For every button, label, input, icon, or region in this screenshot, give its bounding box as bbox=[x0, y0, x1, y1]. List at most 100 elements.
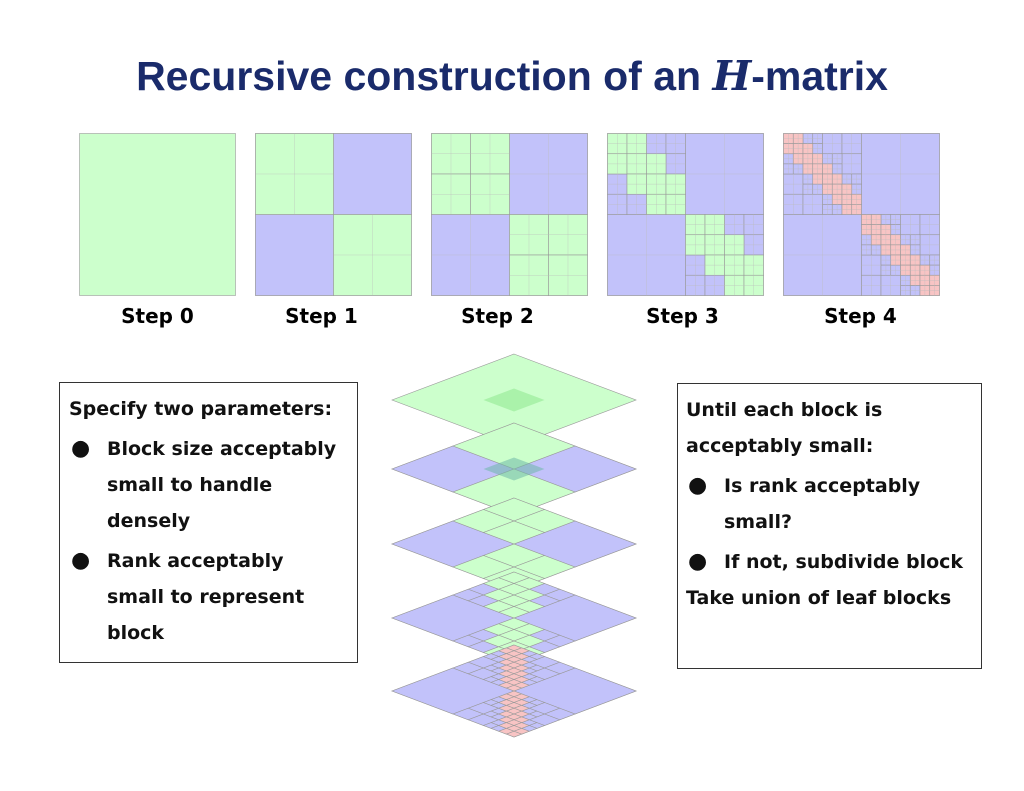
subgrid-line bbox=[881, 244, 891, 255]
subgrid-line bbox=[910, 265, 920, 276]
subgrid-line bbox=[470, 133, 510, 174]
subgrid-line bbox=[783, 214, 862, 296]
subgrid-line bbox=[685, 133, 764, 215]
subgrid-line bbox=[509, 255, 549, 296]
subgrid-line bbox=[861, 214, 872, 225]
subgrid-line bbox=[646, 194, 666, 215]
page-title: Recursive construction of an H-matrix bbox=[136, 52, 888, 100]
subgrid-line bbox=[881, 275, 901, 296]
subgrid-line bbox=[803, 194, 823, 215]
algorithm-footer: Take union of leaf blocks bbox=[686, 587, 952, 609]
subgrid-line bbox=[812, 184, 823, 195]
subgrid-line bbox=[832, 174, 842, 185]
subgrid-line bbox=[881, 265, 891, 276]
subgrid-line bbox=[822, 194, 833, 205]
subgrid-line bbox=[724, 234, 744, 255]
subgrid-line bbox=[832, 194, 842, 205]
subgrid-line bbox=[724, 214, 744, 235]
subgrid-line bbox=[803, 184, 813, 195]
step-2-label: Step 2 bbox=[461, 304, 534, 328]
subgrid-line bbox=[910, 275, 920, 286]
subgrid-line bbox=[783, 174, 803, 195]
step-3-matrix bbox=[607, 133, 764, 296]
subgrid-line bbox=[724, 275, 744, 296]
subgrid-line bbox=[783, 163, 794, 174]
bullet-icon: ● bbox=[688, 549, 708, 574]
bullet-icon: ● bbox=[688, 473, 708, 498]
subgrid-line bbox=[793, 133, 803, 144]
subgrid-line bbox=[470, 174, 510, 215]
subgrid-line bbox=[900, 255, 911, 266]
matrix-svg bbox=[783, 133, 940, 296]
subgrid-line bbox=[929, 265, 940, 276]
subgrid-line bbox=[685, 214, 705, 235]
subgrid-line bbox=[666, 194, 686, 215]
step-1-matrix bbox=[255, 133, 412, 296]
subgrid-line bbox=[607, 214, 686, 296]
subgrid-line bbox=[822, 153, 833, 164]
projected-block-highlight bbox=[483, 388, 545, 412]
subgrid-line bbox=[832, 204, 842, 215]
subgrid-line bbox=[666, 174, 686, 195]
parameters-box: Specify two parameters: ● Block size acc… bbox=[59, 382, 358, 663]
list-item-text: Block size acceptably small to handle de… bbox=[107, 438, 337, 532]
subgrid-line bbox=[783, 133, 794, 144]
subgrid-line bbox=[851, 204, 862, 215]
list-item: ● Rank acceptably small to represent blo… bbox=[69, 543, 347, 651]
subgrid-line bbox=[685, 275, 705, 296]
list-item-text: Is rank acceptably small? bbox=[724, 475, 921, 533]
subgrid-line bbox=[910, 255, 920, 266]
subgrid-line bbox=[822, 163, 833, 174]
subgrid-line bbox=[548, 255, 588, 296]
subgrid-line bbox=[685, 234, 705, 255]
subgrid-line bbox=[832, 184, 842, 195]
subgrid-line bbox=[851, 174, 862, 185]
list-item-text: Rank acceptably small to represent block bbox=[107, 550, 305, 644]
subgrid-line bbox=[851, 184, 862, 195]
subgrid-line bbox=[783, 194, 803, 215]
subgrid-line bbox=[607, 194, 627, 215]
subgrid-line bbox=[803, 163, 813, 174]
subgrid-line bbox=[627, 194, 647, 215]
step-0-label: Step 0 bbox=[121, 304, 194, 328]
subgrid-line bbox=[881, 234, 891, 245]
subgrid-line bbox=[842, 153, 862, 174]
subgrid-line bbox=[890, 265, 901, 276]
subgrid-line bbox=[783, 143, 794, 154]
subgrid-line bbox=[842, 133, 862, 154]
subgrid-line bbox=[803, 133, 813, 144]
subgrid-line bbox=[705, 275, 725, 296]
subgrid-line bbox=[793, 153, 803, 164]
subgrid-line bbox=[871, 234, 881, 245]
subgrid-line bbox=[646, 174, 666, 195]
subgrid-line bbox=[910, 234, 920, 245]
subgrid-line bbox=[920, 255, 930, 266]
matrix-frame bbox=[79, 133, 236, 296]
subgrid-line bbox=[861, 244, 872, 255]
subgrid-line bbox=[627, 174, 647, 195]
subgrid-line bbox=[744, 255, 764, 276]
subgrid-line bbox=[871, 224, 881, 235]
subgrid-line bbox=[832, 153, 842, 164]
bullet-icon: ● bbox=[71, 436, 91, 461]
low-rank-block bbox=[255, 214, 334, 296]
subgrid-line bbox=[900, 265, 911, 276]
subgrid-line bbox=[842, 184, 852, 195]
subgrid-line bbox=[744, 275, 764, 296]
parameters-heading: Specify two parameters: bbox=[69, 398, 333, 420]
subgrid-line bbox=[548, 214, 588, 255]
subgrid-line bbox=[929, 285, 940, 296]
matrix-svg bbox=[255, 133, 412, 296]
subgrid-line bbox=[607, 174, 627, 195]
subgrid-line bbox=[900, 214, 920, 235]
subgrid-line bbox=[812, 143, 823, 154]
subgrid-line bbox=[783, 153, 794, 164]
subgrid-line bbox=[881, 255, 891, 266]
list-item-text: If not, subdivide block bbox=[724, 551, 964, 573]
subgrid-line bbox=[812, 153, 823, 164]
subgrid-line bbox=[646, 153, 666, 174]
subgrid-line bbox=[890, 255, 901, 266]
layered-stack-diagram bbox=[380, 346, 650, 746]
subgrid-line bbox=[803, 174, 813, 185]
matrix-svg bbox=[431, 133, 588, 296]
